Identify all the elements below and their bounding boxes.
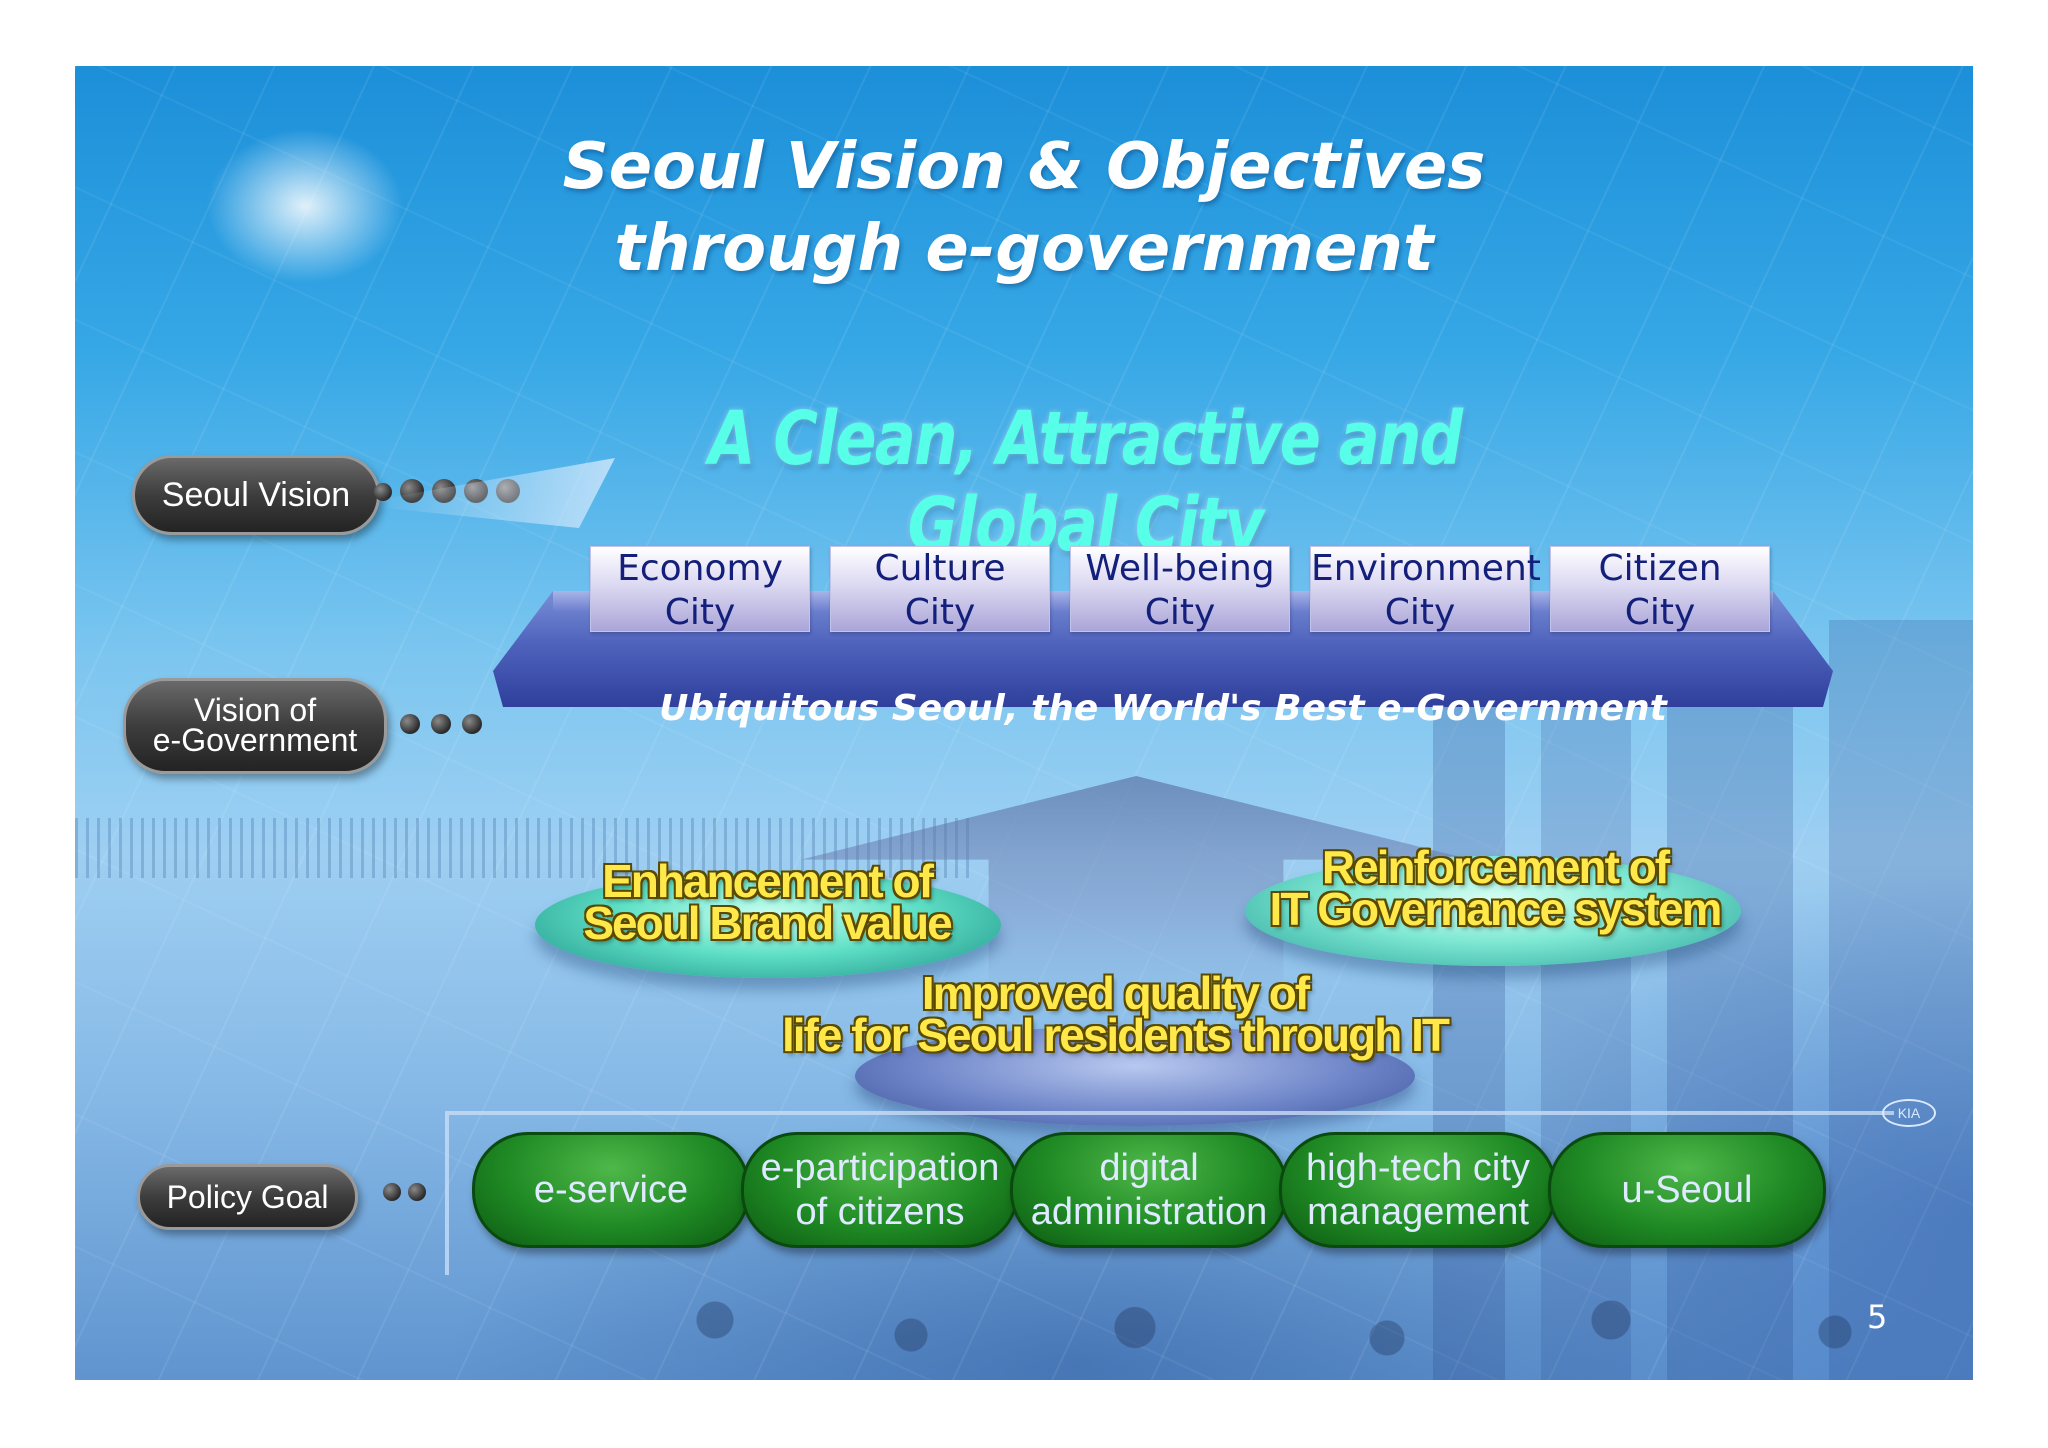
policy-line2: of citizens bbox=[795, 1191, 965, 1233]
connector-dot bbox=[383, 1183, 401, 1201]
city-box-line1: Well-being bbox=[1085, 548, 1275, 589]
city-box-line1: Citizen bbox=[1598, 548, 1722, 589]
policy-frame bbox=[445, 1111, 1894, 1275]
goal-disc-center bbox=[855, 1026, 1415, 1126]
policy-line1: digital bbox=[1099, 1147, 1199, 1189]
seoul-vision-label: Seoul Vision bbox=[132, 455, 380, 535]
city-box-line2: City bbox=[1624, 592, 1696, 633]
slide-title-line1: Seoul Vision & Objectives bbox=[562, 130, 1486, 204]
kia-logo: KIA bbox=[1882, 1099, 1936, 1127]
policy-line1: u-Seoul bbox=[1621, 1169, 1753, 1211]
city-box-line2: City bbox=[664, 592, 736, 633]
seoul-vision-text: A Clean, Attractive and Global City bbox=[708, 396, 1464, 568]
policy-line2: administration bbox=[1030, 1191, 1268, 1233]
crowd-background bbox=[575, 1230, 1973, 1380]
egov-vision-text: Ubiquitous Seoul, the World's Best e-Gov… bbox=[659, 688, 1667, 729]
city-box-line1: Economy bbox=[617, 548, 783, 589]
policy-high-tech-city: high-tech city management bbox=[1279, 1132, 1557, 1248]
egov-vision-label: Vision of e-Government bbox=[123, 678, 387, 774]
goal-quality-of-life: Improved quality of life for Seoul resid… bbox=[735, 967, 1495, 1061]
city-skyline-background bbox=[1073, 620, 1973, 1380]
city-box-line2: City bbox=[904, 592, 976, 633]
city-box-culture: Culture City bbox=[830, 546, 1050, 633]
policy-line1: e-service bbox=[533, 1169, 689, 1211]
city-box-citizen: Citizen City bbox=[1550, 546, 1770, 633]
city-box-economy: Economy City bbox=[590, 546, 810, 633]
connector-dot bbox=[408, 1183, 426, 1201]
connector-dot bbox=[462, 714, 482, 734]
goal-line1: Enhancement of bbox=[602, 855, 934, 907]
policy-u-seoul: u-Seoul bbox=[1548, 1132, 1826, 1248]
goal-brand-value: Enhancement of Seoul Brand value bbox=[527, 855, 1007, 949]
egov-vision-label-line1: Vision of bbox=[193, 692, 317, 728]
slide-title-line2: through e-government bbox=[614, 212, 1434, 286]
page-number: 5 bbox=[1867, 1298, 1888, 1336]
connector-dot bbox=[400, 714, 420, 734]
slide: Seoul Vision & Objectives through e-gove… bbox=[75, 66, 1973, 1380]
policy-digital-administration: digital administration bbox=[1010, 1132, 1288, 1248]
policy-line1: e-participation bbox=[760, 1147, 1000, 1189]
city-box-line1: Culture bbox=[874, 548, 1006, 589]
goal-disc-right bbox=[1245, 856, 1741, 966]
goal-disc-left bbox=[535, 872, 1001, 978]
city-box-line2: City bbox=[1384, 592, 1456, 633]
egov-vision-label-line2: e-Government bbox=[152, 722, 358, 758]
goal-line2: IT Governance system bbox=[1269, 883, 1723, 935]
city-box-line1: Environment bbox=[1311, 548, 1541, 589]
city-box-well-being: Well-being City bbox=[1070, 546, 1290, 633]
binary-pattern bbox=[75, 818, 975, 878]
connector-dot bbox=[374, 483, 392, 501]
goal-it-governance: Reinforcement of IT Governance system bbox=[1245, 841, 1745, 935]
city-box-line2: City bbox=[1144, 592, 1216, 633]
city-box-environment: Environment City bbox=[1310, 546, 1541, 633]
policy-goal-label: Policy Goal bbox=[137, 1164, 358, 1230]
goal-line1: Reinforcement of bbox=[1321, 841, 1670, 893]
connector-dot bbox=[431, 714, 451, 734]
goal-line2: Seoul Brand value bbox=[583, 897, 952, 949]
policy-e-participation: e-participation of citizens bbox=[741, 1132, 1019, 1248]
policy-line2: management bbox=[1307, 1191, 1529, 1233]
policy-line1: high-tech city bbox=[1306, 1147, 1530, 1189]
goal-line2: life for Seoul residents through IT bbox=[781, 1009, 1450, 1061]
goal-line1: Improved quality of bbox=[921, 967, 1310, 1019]
policy-e-service: e-service bbox=[472, 1132, 750, 1248]
